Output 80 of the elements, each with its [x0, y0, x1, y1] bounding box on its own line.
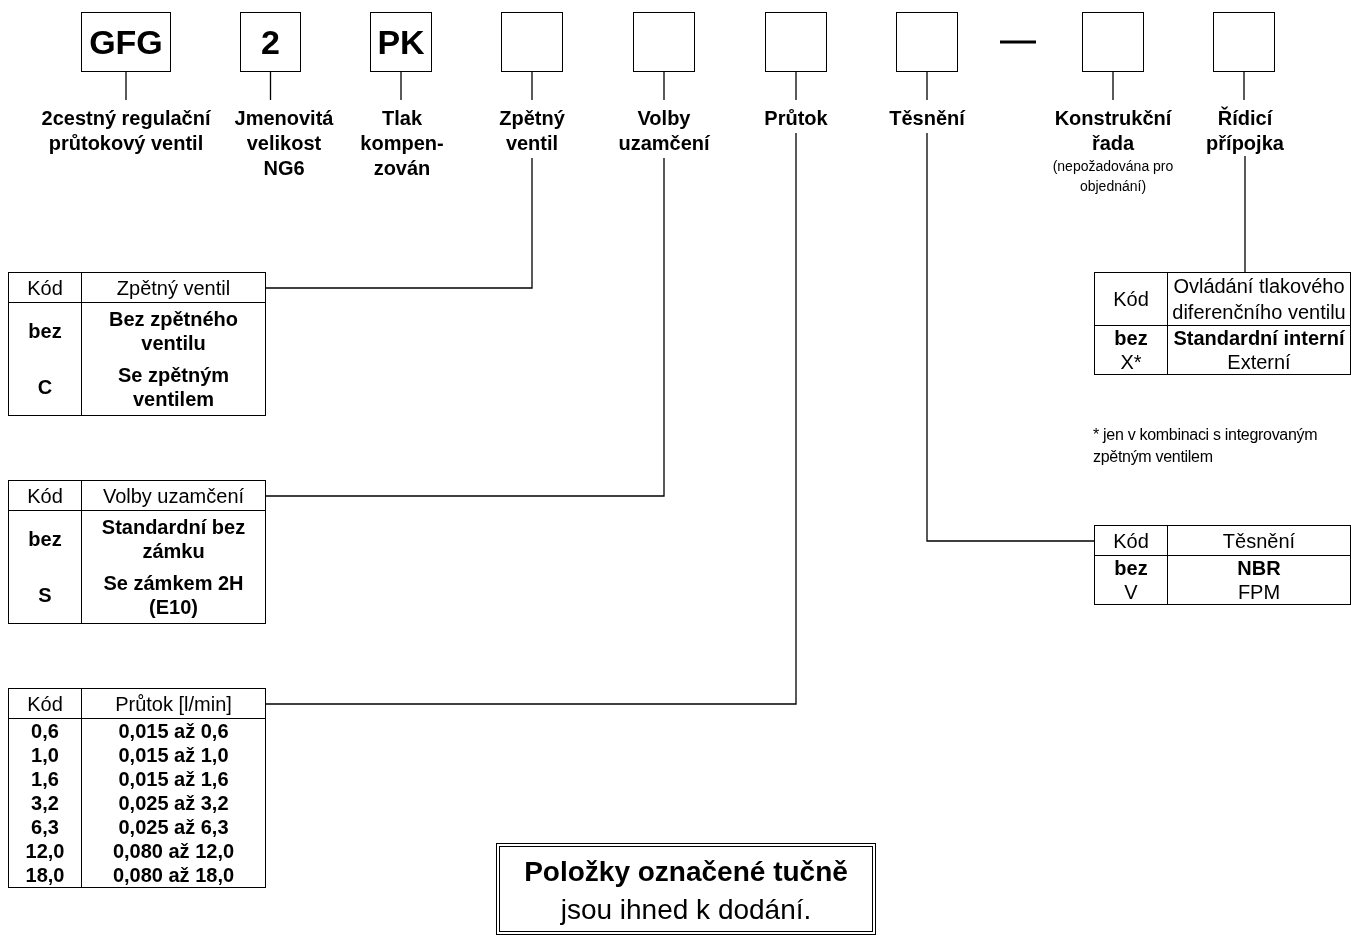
description-cell: 0,025 až 3,2	[81, 791, 266, 815]
leader-line	[926, 132, 1095, 542]
description-cell: 0,015 až 1,0	[81, 743, 266, 767]
leader-line	[269, 71, 272, 101]
code-table	[8, 688, 266, 888]
header-cell: Kód	[8, 688, 82, 719]
header-cell: Těsnění	[1167, 525, 1351, 556]
description-cell: 0,015 až 0,6	[81, 718, 266, 743]
header-cell: Kód	[1094, 272, 1168, 326]
code-cell: bez	[1094, 325, 1168, 350]
part-label: Konstrukční řada	[1053, 106, 1173, 156]
header-cell: Zpětný ventil	[81, 272, 266, 303]
code-table	[8, 272, 266, 416]
leader-line	[926, 71, 928, 101]
code-cell: V	[1094, 580, 1168, 605]
description-cell: Se zpětným ventilem	[81, 359, 266, 416]
leader-line	[795, 71, 797, 101]
description-cell: Standardní interní	[1167, 325, 1351, 350]
code-box: PK	[370, 12, 432, 72]
code-cell: S	[8, 567, 82, 624]
code-cell: 6,3	[8, 815, 82, 839]
leader-line	[1243, 71, 1245, 101]
description-cell: NBR	[1167, 555, 1351, 580]
part-label: Průtok	[746, 106, 846, 131]
description-cell: 0,025 až 6,3	[81, 815, 266, 839]
code-table	[1094, 272, 1351, 375]
header-cell: Volby uzamčení	[81, 480, 266, 511]
leader-line	[265, 132, 797, 705]
code-box	[501, 12, 563, 72]
description-cell: Externí	[1167, 350, 1351, 375]
code-cell: 3,2	[8, 791, 82, 815]
code-table	[1094, 525, 1351, 605]
header-cell: Kód	[1094, 525, 1168, 556]
leader-line	[400, 71, 402, 101]
part-label: Řídicí přípojka	[1190, 106, 1300, 156]
code-box	[896, 12, 958, 72]
code-box	[633, 12, 695, 72]
note-text: jsou ihned k dodání.	[559, 893, 813, 927]
code-cell: X*	[1094, 350, 1168, 375]
code-box	[1213, 12, 1275, 72]
code-cell: 1,0	[8, 743, 82, 767]
code-box: GFG	[81, 12, 171, 72]
code-cell: bez	[1094, 555, 1168, 580]
description-cell: FPM	[1167, 580, 1351, 605]
description-cell: Se zámkem 2H (E10)	[81, 567, 266, 624]
leader-line	[1244, 155, 1246, 273]
note-text: Položky označené tučně	[523, 855, 849, 889]
part-label: Zpětný ventil	[482, 106, 582, 156]
leader-line	[663, 71, 665, 101]
code-cell: bez	[8, 510, 82, 567]
code-cell: 18,0	[8, 863, 82, 888]
part-label: Tlak kompen-zován	[352, 106, 452, 181]
code-table	[8, 480, 266, 624]
leader-line	[265, 157, 665, 497]
footnote: * jen v kombinaci s integrovaným zpětným ventilem	[1093, 425, 1319, 467]
description-cell: Standardní bez zámku	[81, 510, 266, 567]
code-cell: 1,6	[8, 767, 82, 791]
header-cell: Ovládání tlakového diferenčního ventilu	[1167, 272, 1351, 326]
code-cell: C	[8, 359, 82, 416]
code-cell: 0,6	[8, 718, 82, 743]
code-cell: 12,0	[8, 839, 82, 863]
leader-line	[125, 71, 127, 101]
description-cell: 0,015 až 1,6	[81, 767, 266, 791]
description-cell: 0,080 až 12,0	[81, 839, 266, 863]
code-box	[765, 12, 827, 72]
code-box: 2	[240, 12, 301, 72]
code-box	[1082, 12, 1144, 72]
note-text: (nepožadována pro objednání)	[1051, 157, 1175, 196]
leader-line	[1112, 71, 1114, 101]
description-cell: 0,080 až 18,0	[81, 863, 266, 888]
leader-line	[531, 71, 533, 101]
part-label: Volby uzamčení	[604, 106, 724, 156]
part-label: Těsnění	[872, 106, 982, 131]
note-box	[496, 843, 876, 935]
header-cell: Kód	[8, 272, 82, 303]
header-cell: Průtok [l/min]	[81, 688, 266, 719]
header-cell: Kód	[8, 480, 82, 511]
description-cell: Bez zpětného ventilu	[81, 302, 266, 359]
code-cell: bez	[8, 302, 82, 359]
leader-line	[265, 157, 533, 289]
